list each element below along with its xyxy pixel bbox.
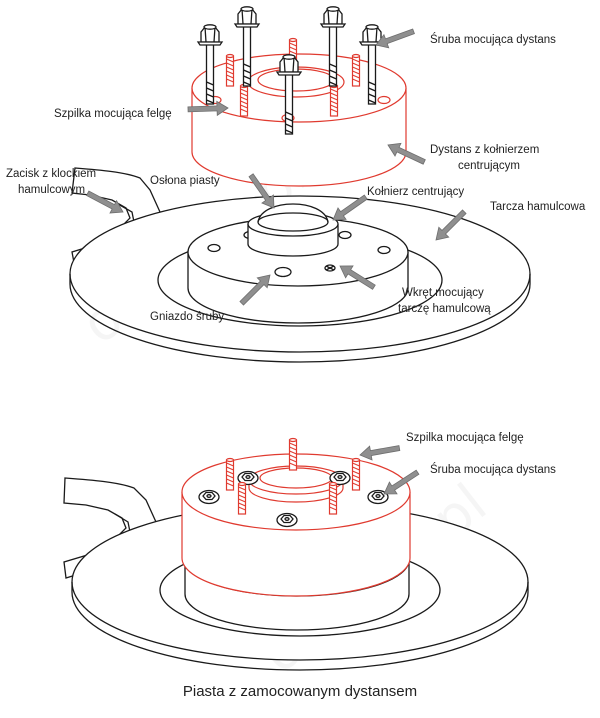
diagram-caption: Piasta z zamocowanym dystansem: [183, 683, 417, 700]
annotation-labels: Śruba mocująca dystans Szpilka mocująca …: [6, 33, 586, 476]
label-spacer-line1: Dystans z kołnierzem: [430, 144, 539, 156]
bottom-spacer: [181, 453, 411, 597]
top-wheel-hub: [187, 203, 409, 324]
label-centering-collar: Kołnierz centrujący: [367, 186, 464, 198]
label-caliper-line2: hamulcowym: [18, 184, 85, 196]
label-hub-cover: Osłona piasty: [150, 175, 220, 187]
hub-socket: [207, 230, 391, 278]
label-disc-screw-line1: Wkręt mocujący: [402, 287, 484, 299]
label-disc-screw-line2: tarczę hamulcową: [398, 303, 491, 315]
label-top-stud: Szpilka mocująca felgę: [54, 108, 172, 120]
label-top-bolt: Śruba mocująca dystans: [430, 33, 556, 46]
label-bottom-stud: Szpilka mocująca felgę: [406, 432, 524, 444]
arrow-bottom-stud: [358, 440, 402, 463]
label-caliper-line1: Zacisk z klockiem: [6, 168, 96, 180]
label-bottom-bolt: Śruba mocująca dystans: [430, 463, 556, 476]
label-bolt-socket: Gniazdo śruby: [150, 311, 224, 323]
label-spacer-line2: centrującym: [458, 160, 520, 172]
label-brake-disc: Tarcza hamulcowa: [490, 201, 586, 213]
